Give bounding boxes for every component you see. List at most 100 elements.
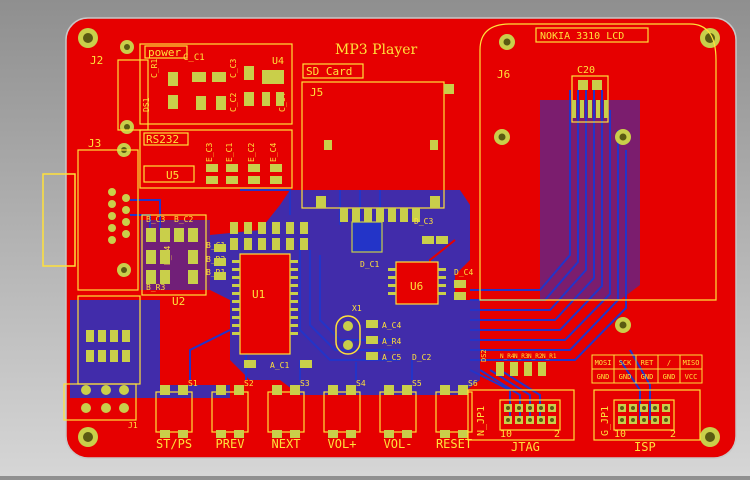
button-ref-label: S4 (356, 379, 366, 388)
j2-label: J2 (90, 54, 103, 67)
u1-label: U1 (252, 288, 265, 301)
db9-connector-body (42, 173, 76, 267)
isp-pin-high: 2 (670, 429, 676, 440)
silkscreen-label: E_C1 (225, 143, 234, 162)
pin-table-cell: GND (597, 373, 610, 381)
board-title: MP3 Player (335, 42, 418, 58)
silkscreen-label: B_C3 (146, 215, 165, 224)
silkscreen-label: A_C1 (270, 361, 289, 370)
jtag-label: JTAG (511, 440, 540, 454)
c20-label: C20 (577, 65, 595, 76)
u1-chip: U1 (230, 222, 308, 355)
silkscreen-label: D_C4 (454, 268, 473, 277)
pcb-board-outline (65, 17, 737, 459)
button-label: NEXT (272, 437, 301, 451)
sd-card-section: SD Card J5 (301, 63, 454, 222)
button-label: RESET (436, 437, 472, 451)
jtag-ref-label: N_JP1 (476, 406, 487, 436)
silkscreen-label: D_C3 (414, 217, 433, 226)
silkscreen-label: E_C2 (247, 143, 256, 162)
sd-card-contacts (340, 208, 420, 222)
isp-ref-label: G_JP1 (600, 406, 611, 436)
silkscreen-label: C_C2 (229, 93, 238, 112)
silkscreen-label: C_C1 (183, 53, 205, 63)
sd-card-label: SD Card (306, 65, 352, 78)
jtag-pin-low: 10 (500, 429, 512, 440)
silkscreen-label: E_C4 (269, 143, 278, 162)
rs232-label: RS232 (146, 133, 179, 146)
button-ref-label: S2 (244, 379, 254, 388)
pin-table-cell: MOSI (595, 359, 612, 367)
silkscreen-label: D_C1 (360, 260, 379, 269)
silkscreen-label: B_C2 (174, 215, 193, 224)
mounting-holes (78, 28, 720, 447)
silkscreen-label: B_R3 (146, 283, 165, 292)
isp-pin-low: 10 (614, 429, 626, 440)
pin-table-cell: / (667, 359, 671, 367)
button-ref-label: S5 (412, 379, 422, 388)
pin-table: MOSI SCK RET / MISO GND GND GND GND VCC (591, 354, 703, 384)
silkscreen-label: A_C4 (382, 321, 401, 330)
silkscreen-label: J1 (128, 421, 138, 430)
pin-table-cell: MISO (683, 359, 700, 367)
silkscreen-label: X1 (352, 304, 362, 313)
j3-label: J3 (88, 137, 101, 150)
pin-table-cell: GND (663, 373, 676, 381)
button-ref-label: S1 (188, 379, 198, 388)
jtag-header: N_JP1 10 2 JTAG (467, 389, 575, 454)
u5-label: U5 (166, 169, 179, 182)
power-section: power J2 DS1 C_R1 C_C1 C_C3 C_C2 C_C4 U4 (90, 43, 293, 131)
u4-label: U4 (272, 56, 284, 67)
pin-table-cell: SCK (619, 359, 632, 367)
rs232-section: RS232 J3 U5 E_C3 E_C1 E_C2 E_C4 (77, 129, 293, 291)
u6-chip: U6 D_C3 D_C1 D_C4 D_C2 (351, 217, 473, 362)
db9-pins (108, 188, 130, 244)
button-ref-label: S6 (468, 379, 478, 388)
silkscreen-label: C_C3 (229, 59, 238, 78)
button-ref-label: S3 (300, 379, 310, 388)
resistor-label: N_R3 (514, 353, 529, 360)
power-label: power (148, 46, 181, 59)
silkscreen-label: A_R4 (382, 337, 401, 346)
pin-table-cell: GND (619, 373, 632, 381)
resistor-label: N_R4 (500, 353, 515, 360)
silkscreen-label: A_C5 (382, 353, 401, 362)
button-label: VOL+ (328, 437, 357, 451)
button-label: VOL- (384, 437, 413, 451)
u6-label: U6 (410, 280, 423, 293)
isp-header: G_JP1 10 2 ISP (593, 389, 701, 454)
lcd-label: NOKIA 3310 LCD (540, 31, 624, 42)
button-label: PREV (216, 437, 245, 451)
u2-section: B_C3 B_C2 B_C1 B_C4 B_R2 B_R1 B_R3 U2 (141, 214, 226, 308)
pin-table-cell: VCC (685, 373, 698, 381)
jtag-pin-high: 2 (554, 429, 560, 440)
pin-table-cell: RET (641, 359, 654, 367)
lcd-pins (572, 100, 608, 118)
isp-label: ISP (634, 440, 656, 454)
silkscreen-label: DS1 (142, 97, 151, 112)
j5-label: J5 (310, 86, 323, 99)
silkscreen-label: DS2 (480, 349, 488, 362)
resistor-label: N_R1 (542, 353, 557, 360)
resistor-label: N_R2 (528, 353, 543, 360)
j6-label: J6 (497, 68, 510, 81)
u2-label: U2 (172, 295, 185, 308)
usb-section: J1 (63, 295, 141, 430)
silkscreen-label: D_C2 (412, 353, 431, 362)
silkscreen-label: E_C3 (205, 143, 214, 162)
lcd-section: NOKIA 3310 LCD J6 C20 (479, 23, 717, 301)
crystal-x1: X1 A_C4 A_R4 A_C5 A_C1 (244, 304, 401, 370)
button-label: ST/PS (156, 437, 192, 451)
silkscreen-label: C_R1 (150, 59, 159, 78)
pin-table-cell: GND (641, 373, 654, 381)
